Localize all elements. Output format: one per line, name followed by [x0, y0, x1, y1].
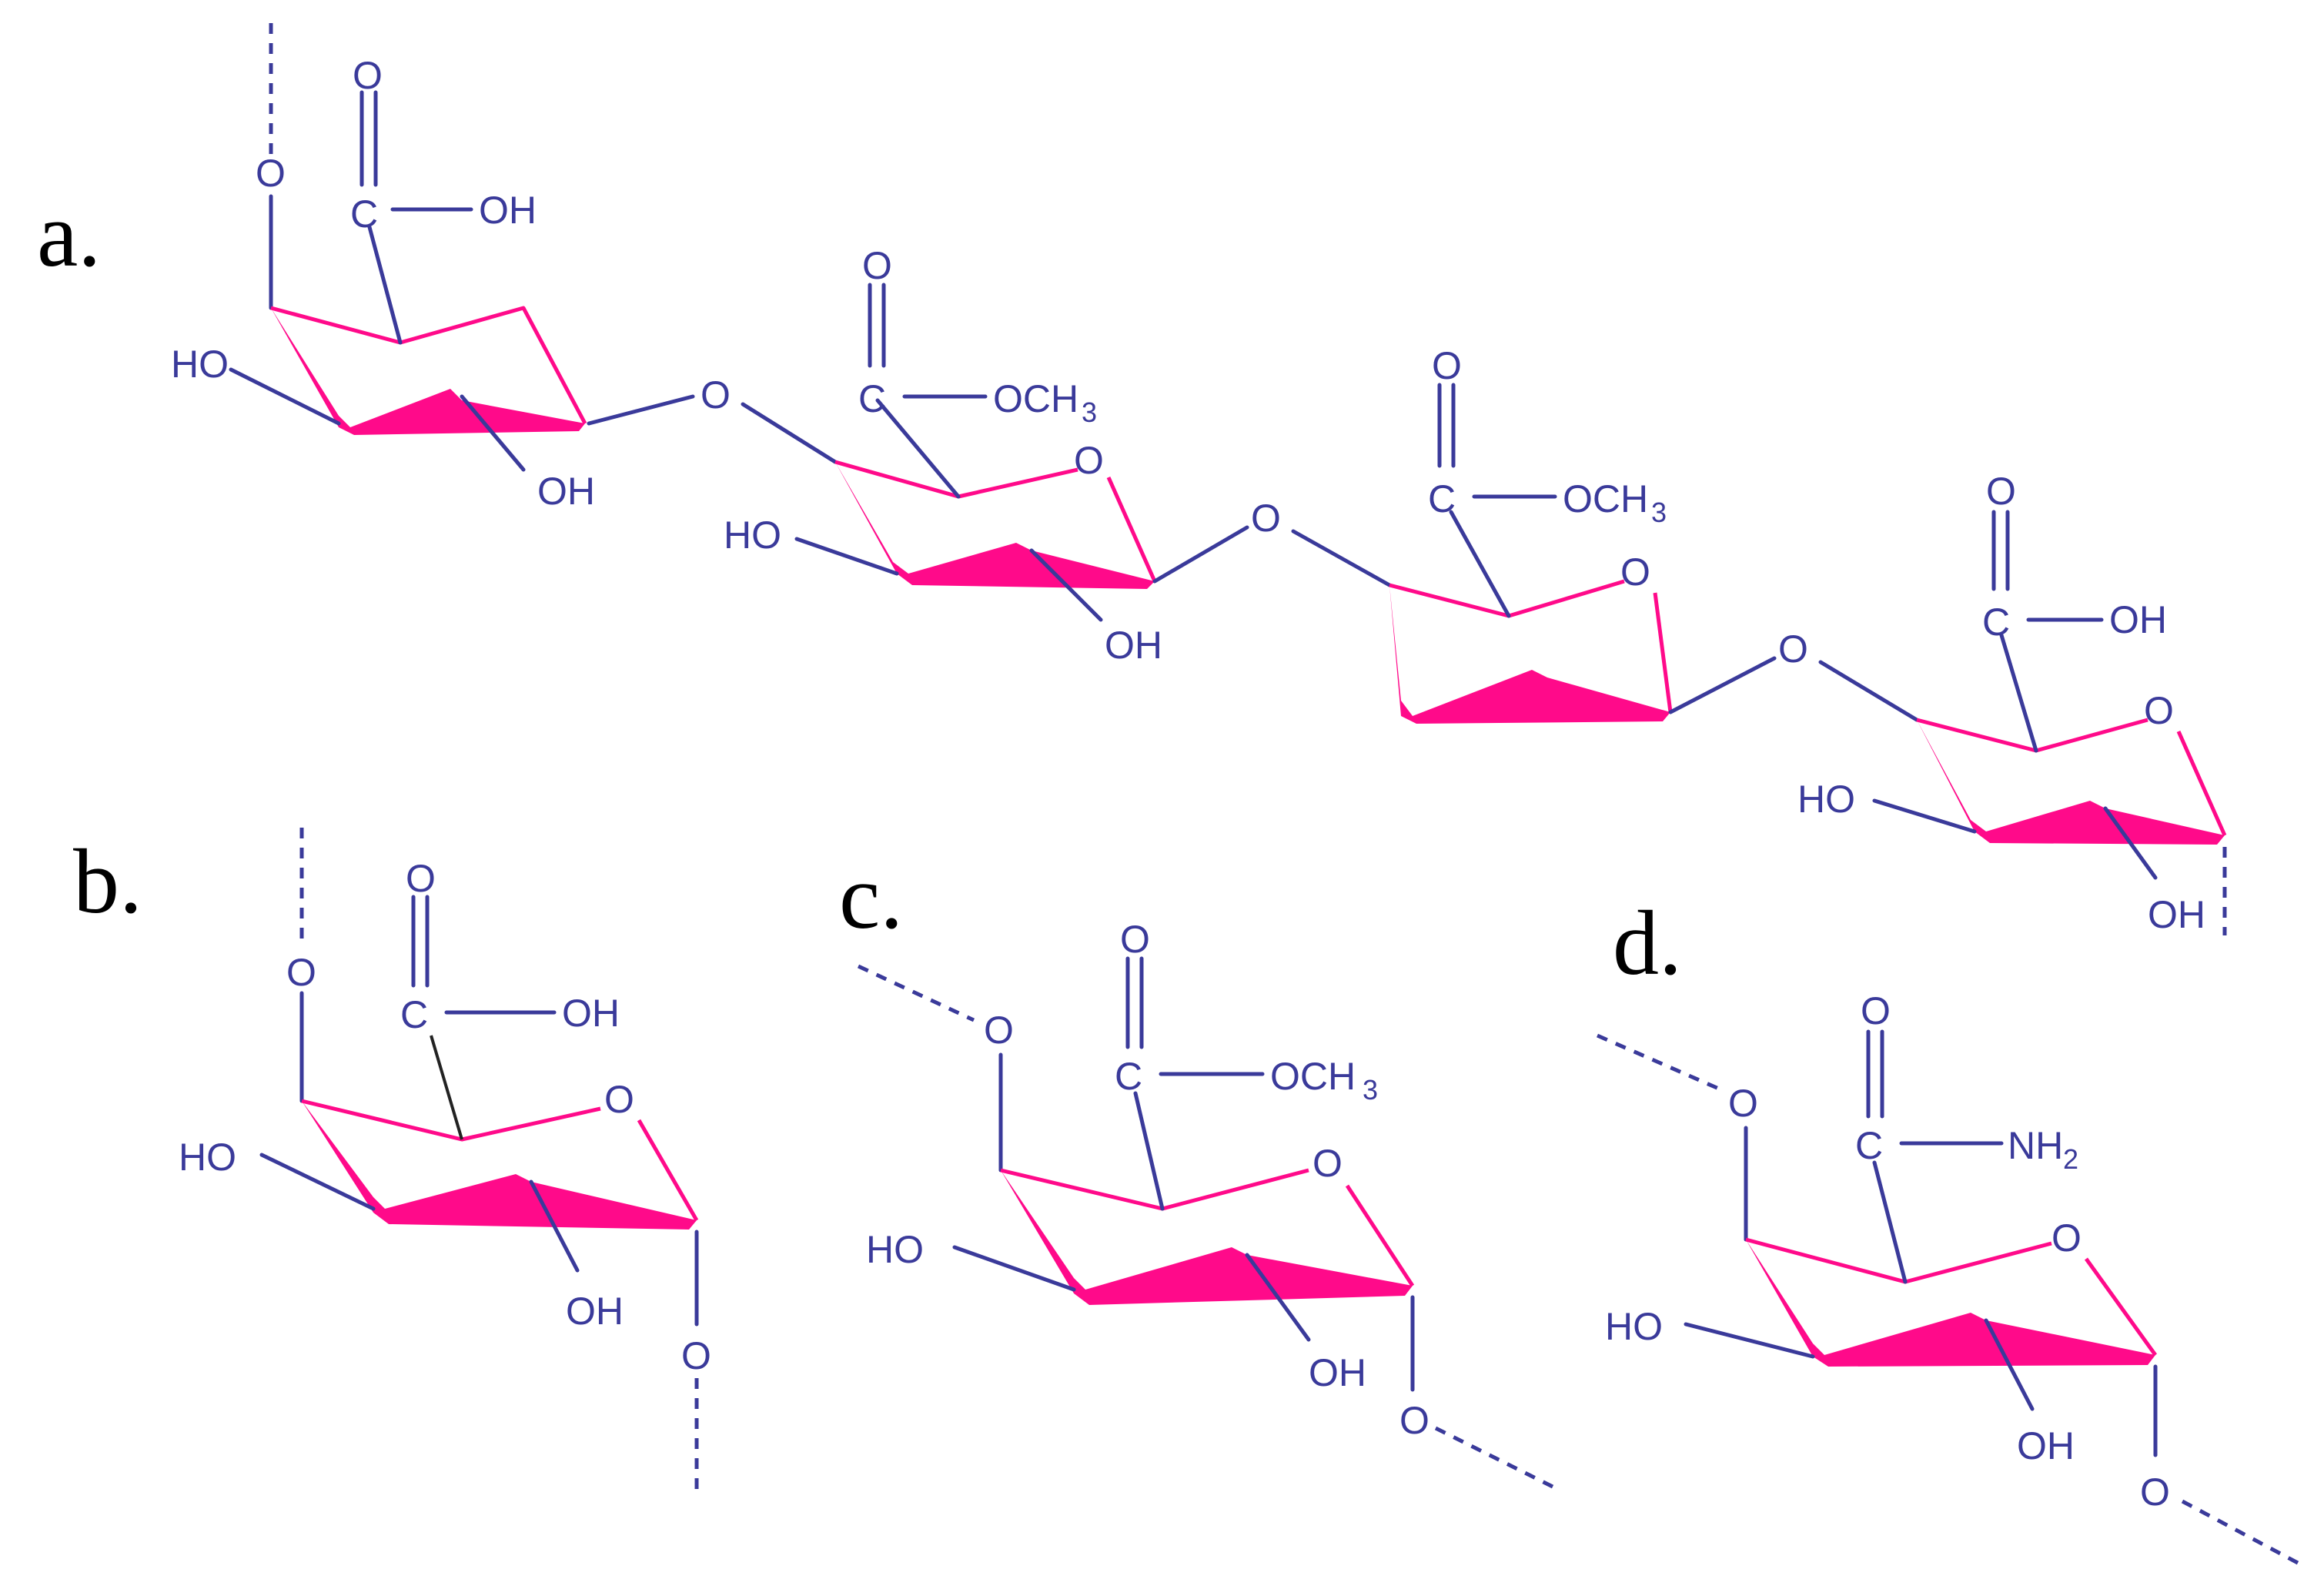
atom-oh: OH [1105, 624, 1162, 667]
atom-o: O [2140, 1471, 2170, 1514]
atom-subscript: 2 [2063, 1143, 2078, 1175]
atom-o: O [406, 857, 436, 900]
atom-och: OCH [1563, 477, 1648, 520]
atom-o: O [984, 1009, 1014, 1052]
atom-oh: OH [2109, 598, 2167, 641]
atom-och: OCH [1270, 1055, 1356, 1098]
atom-o: O [1728, 1082, 1758, 1125]
ring-o: O [1312, 1142, 1343, 1185]
atom-o: O [256, 152, 286, 195]
glycosidic-o-2: O [1251, 497, 1281, 540]
residue-a2: O HO OH C O OCH 3 [724, 244, 1162, 667]
atom-c: C [858, 377, 886, 420]
ring-o: O [1620, 550, 1650, 594]
atom-c: C [1855, 1124, 1883, 1167]
atom-ho: HO [171, 343, 229, 386]
atom-och: OCH [993, 377, 1078, 420]
atom-oh: OH [562, 992, 620, 1035]
atom-o: O [1120, 918, 1150, 961]
residue-a4: O HO OH C O OH [1797, 470, 2227, 936]
atom-c: C [1428, 477, 1456, 520]
panel-label-c: c. [839, 845, 903, 948]
atom-oh: OH [537, 470, 595, 513]
atom-ho: HO [1605, 1305, 1663, 1348]
atom-oh: OH [479, 189, 537, 232]
atom-subscript: 3 [1082, 396, 1097, 428]
atom-o: O [1432, 344, 1462, 387]
atom-o: O [1986, 470, 2016, 513]
atom-c: C [350, 192, 378, 236]
atom-o: O [862, 244, 892, 287]
atom-c: C [1982, 601, 2010, 644]
residue-a1: O HO OH C O OH [171, 23, 595, 513]
atom-oh: OH [566, 1290, 624, 1333]
atom-oh: OH [2017, 1424, 2075, 1467]
atom-ho: HO [1797, 778, 1855, 821]
atom-o: O [286, 951, 316, 994]
atom-o: O [1399, 1399, 1430, 1442]
panel-label-d: d. [1613, 892, 1682, 994]
atom-c: C [400, 993, 428, 1036]
panel-c-monomer: O O HO OH O C O OCH 3 [857, 918, 1560, 1492]
ring-o: O [2051, 1216, 2082, 1260]
ring-o: O [1074, 439, 1104, 482]
panel-label-a: a. [37, 183, 101, 286]
atom-ho: HO [724, 514, 781, 557]
atom-oh: OH [1309, 1351, 1366, 1394]
atom-o: O [353, 54, 383, 97]
atom-o: O [681, 1334, 711, 1377]
atom-ho: HO [866, 1228, 924, 1271]
panel-d-monomer: O O HO OH O C O NH 2 [1596, 989, 2299, 1565]
glycosidic-o-3: O [1778, 627, 1808, 671]
ring-o: O [2144, 689, 2174, 732]
atom-subscript: 3 [1651, 497, 1667, 528]
panel-label-b: b. [73, 830, 142, 932]
atom-nh: NH [2008, 1124, 2063, 1167]
glycosidic-o-1: O [701, 373, 731, 417]
atom-c: C [1115, 1055, 1142, 1098]
panel-b-monomer: O O HO OH O C O OH [179, 828, 711, 1490]
atom-ho: HO [179, 1136, 236, 1179]
atom-subscript: 3 [1363, 1074, 1378, 1106]
panel-a-chain: O HO OH C O OH O O HO [171, 23, 2227, 936]
atom-o: O [1861, 989, 1891, 1032]
ring-o: O [604, 1078, 634, 1121]
residue-a3: O C O OCH 3 [1389, 344, 1673, 724]
atom-oh: OH [2148, 893, 2205, 936]
